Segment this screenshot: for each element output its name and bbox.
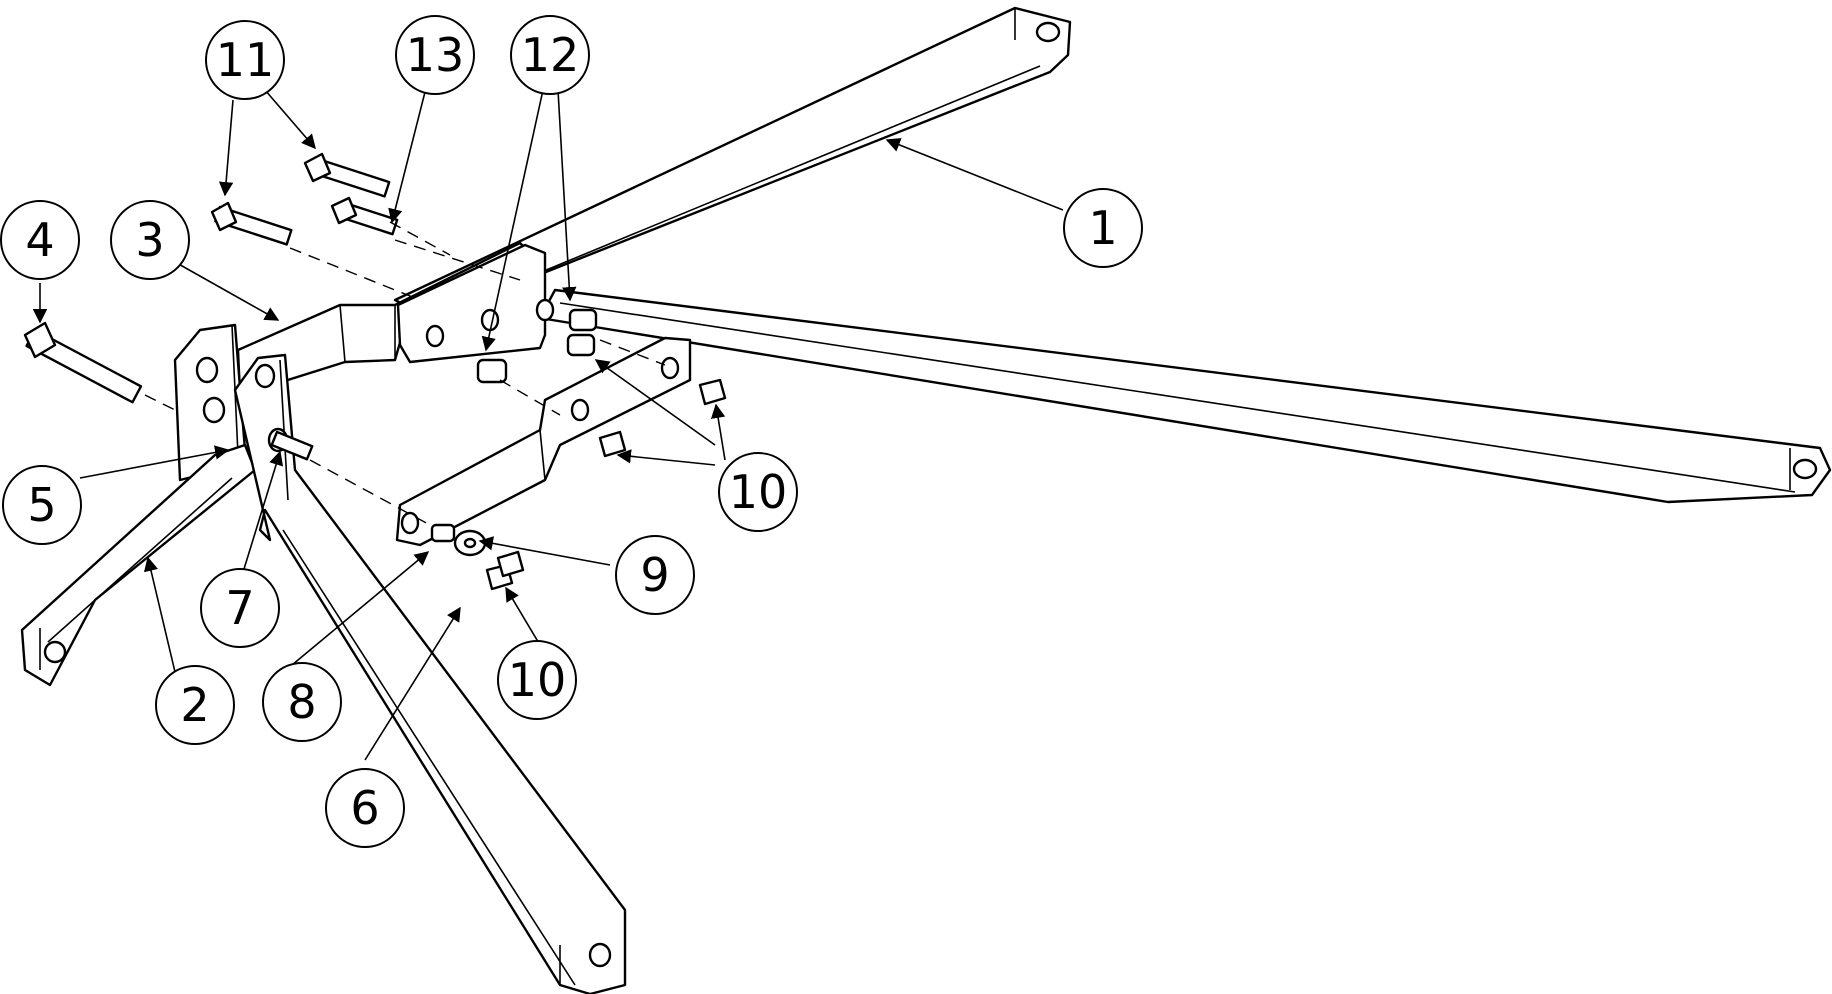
callout-2: 2 <box>155 665 235 745</box>
svg-text:9: 9 <box>640 548 669 602</box>
svg-text:5: 5 <box>27 478 56 532</box>
callout-10-right: 10 <box>718 452 798 532</box>
callout-13: 13 <box>395 15 475 95</box>
part-2-lower-left-arm <box>20 443 257 687</box>
svg-text:7: 7 <box>225 581 254 635</box>
svg-text:10: 10 <box>508 653 567 707</box>
callout-4: 4 <box>0 200 80 280</box>
lower-fork-plate <box>395 336 692 547</box>
leader-lines <box>32 89 1064 761</box>
svg-text:2: 2 <box>180 678 209 732</box>
callout-8: 8 <box>262 662 342 742</box>
part-3-bent-bracket <box>236 241 555 397</box>
callout-11: 11 <box>205 20 285 100</box>
callout-1: 1 <box>1063 188 1143 268</box>
svg-text:10: 10 <box>729 465 788 519</box>
svg-text:11: 11 <box>216 33 275 87</box>
svg-text:4: 4 <box>25 213 54 267</box>
part-5-side-plate <box>173 323 247 482</box>
svg-text:13: 13 <box>406 28 465 82</box>
callout-6: 6 <box>325 768 405 848</box>
svg-text:3: 3 <box>135 213 164 267</box>
svg-text:8: 8 <box>287 675 316 729</box>
part-7-front-plate-arm <box>233 353 627 994</box>
callout-10-lower: 10 <box>497 640 577 720</box>
callout-5: 5 <box>2 465 82 545</box>
svg-text:1: 1 <box>1088 201 1117 255</box>
part-1-long-arm <box>393 6 1832 504</box>
svg-text:12: 12 <box>521 28 580 82</box>
svg-text:6: 6 <box>350 781 379 835</box>
callout-9: 9 <box>615 535 695 615</box>
callout-12: 12 <box>510 15 590 95</box>
assembly-centerlines <box>144 221 666 526</box>
fasteners <box>23 152 727 591</box>
callout-3: 3 <box>110 200 190 280</box>
callout-7: 7 <box>200 568 280 648</box>
